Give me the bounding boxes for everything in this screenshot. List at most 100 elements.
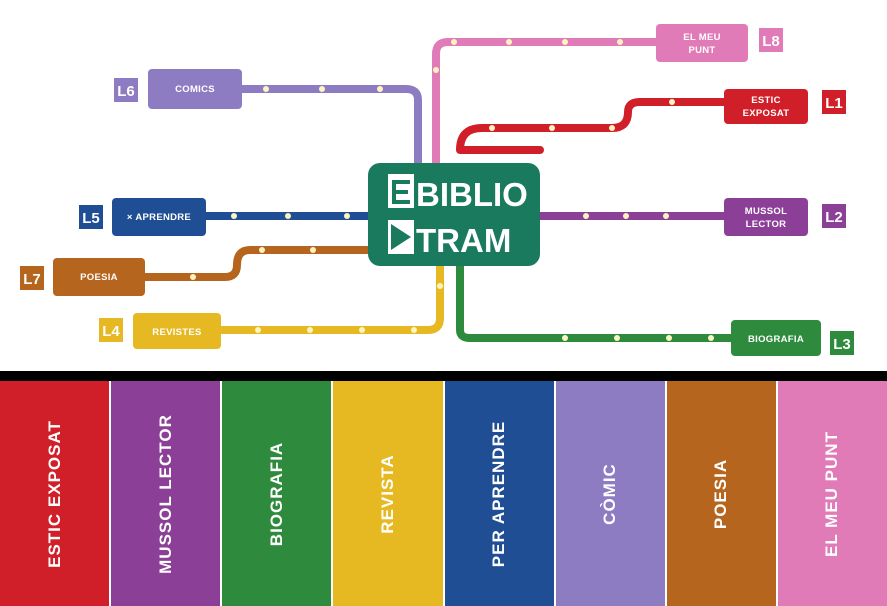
line-l8-code-badge (759, 28, 783, 52)
line-l8-code: L8 (762, 33, 780, 50)
line-l5-code-badge (79, 205, 103, 229)
line-l3-code: L3 (833, 336, 851, 353)
station-dot-l1[interactable] (489, 125, 495, 131)
divider-bar (0, 371, 887, 381)
line-l5[interactable]: L5 × APRENDRE (79, 198, 206, 236)
line-l5-box (112, 198, 206, 236)
station-dot-l5[interactable] (344, 213, 350, 219)
line-l7-label1: POESIA (80, 272, 118, 283)
line-l8-label1: EL MEU (683, 32, 721, 43)
station-dot-l8[interactable] (562, 39, 568, 45)
column-mussol-lector[interactable]: MUSSOL LECTOR (109, 381, 221, 606)
station-dot-l4[interactable] (307, 327, 313, 333)
line-l4-box (133, 313, 221, 349)
column-label: CÒMIC (600, 462, 620, 525)
line-l6-code: L6 (117, 83, 135, 100)
line-l3-box (731, 320, 821, 356)
station-dot-l6[interactable] (319, 86, 325, 92)
station-dot-l8[interactable] (506, 39, 512, 45)
track-l6 (238, 85, 422, 167)
line-l2-code: L2 (825, 209, 843, 226)
line-l3-label1: BIOGRAFIA (748, 334, 804, 345)
station-dot-l3[interactable] (666, 335, 672, 341)
station-dot-l3[interactable] (708, 335, 714, 341)
hub-logo-icon (388, 174, 414, 254)
column-biografia[interactable]: BIOGRAFIA (220, 381, 332, 606)
line-l2-label2: LECTOR (746, 219, 787, 230)
station-dot-l2[interactable] (623, 213, 629, 219)
station-dot-l8[interactable] (451, 39, 457, 45)
line-l1-code: L1 (825, 95, 843, 112)
column-label: EL MEU PUNT (822, 430, 842, 557)
column-label: POESIA (711, 458, 731, 529)
line-l7-code: L7 (23, 271, 41, 288)
line-l7-box (53, 258, 145, 296)
hub-title-line2: TRAM (416, 222, 511, 259)
category-columns: ESTIC EXPOSAT MUSSOL LECTOR BIOGRAFIA RE… (0, 381, 887, 606)
station-dot-l1[interactable] (549, 125, 555, 131)
track-l7 (141, 246, 372, 281)
station-dot-l5[interactable] (285, 213, 291, 219)
station-dot-l7[interactable] (190, 274, 196, 280)
track-l8 (432, 38, 660, 167)
line-l8-box (656, 24, 748, 62)
line-l7-code-badge (20, 266, 44, 290)
column-label: REVISTA (377, 453, 397, 534)
line-l5-code: L5 (82, 210, 100, 227)
column-label: MUSSOL LECTOR (155, 413, 175, 574)
column-poesia[interactable]: POESIA (664, 381, 776, 606)
column-per-aprendre[interactable]: PER APRENDRE (442, 381, 554, 606)
station-dot-l8[interactable] (433, 67, 439, 73)
hub-title-line1: BIBLIO (416, 176, 528, 213)
column-comic[interactable]: CÒMIC (553, 381, 665, 606)
station-dot-l2[interactable] (663, 213, 669, 219)
station-dot-l4[interactable] (255, 327, 261, 333)
stations (190, 39, 714, 341)
line-l6-box (148, 69, 242, 109)
line-l1-box (724, 89, 808, 124)
line-l6[interactable]: L6 COMICS (114, 69, 242, 109)
station-dot-l6[interactable] (377, 86, 383, 92)
station-dot-l8[interactable] (617, 39, 623, 45)
line-l2-box (724, 198, 808, 236)
line-l1[interactable]: ESTIC EXPOSAT L1 (724, 89, 846, 124)
track-l4 (217, 262, 444, 334)
line-l2-code-badge (822, 204, 846, 228)
line-l2[interactable]: MUSSOL LECTOR L2 (724, 198, 846, 236)
line-l3[interactable]: BIOGRAFIA L3 (731, 320, 854, 356)
line-l8[interactable]: EL MEU PUNT L8 (656, 24, 783, 62)
station-dot-l4[interactable] (437, 283, 443, 289)
station-dot-l4[interactable] (411, 327, 417, 333)
metro-map: BIBLIO TRAM ESTIC EXPOSAT L1 MUSSOL LECT… (20, 24, 854, 356)
station-dot-l5[interactable] (231, 213, 237, 219)
station-dot-l4[interactable] (359, 327, 365, 333)
line-l4-code: L4 (102, 323, 120, 340)
column-estic-exposat[interactable]: ESTIC EXPOSAT (0, 381, 110, 606)
line-l8-label2: PUNT (688, 45, 715, 56)
station-dot-l6[interactable] (263, 86, 269, 92)
station-dot-l1[interactable] (609, 125, 615, 131)
line-l4-label1: REVISTES (152, 327, 201, 338)
line-l4-code-badge (99, 318, 123, 342)
line-l5-label1: × APRENDRE (127, 212, 191, 223)
line-l1-label2: EXPOSAT (743, 108, 790, 119)
column-revista[interactable]: REVISTA (331, 381, 443, 606)
station-dot-l1[interactable] (669, 99, 675, 105)
column-label: BIOGRAFIA (266, 441, 286, 546)
column-label: ESTIC EXPOSAT (44, 419, 64, 568)
track-l1 (456, 98, 728, 154)
station-dot-l3[interactable] (614, 335, 620, 341)
line-l4[interactable]: L4 REVISTES (99, 313, 221, 349)
line-l1-code-badge (822, 90, 846, 114)
column-el-meu-punt[interactable]: EL MEU PUNT (775, 381, 887, 606)
line-l7[interactable]: L7 POESIA (20, 258, 145, 296)
track-l3 (456, 262, 735, 342)
station-dot-l2[interactable] (583, 213, 589, 219)
station-dot-l7[interactable] (259, 247, 265, 253)
column-label: PER APRENDRE (489, 420, 509, 567)
line-l6-code-badge (114, 78, 138, 102)
line-l6-label1: COMICS (175, 84, 215, 95)
hub[interactable]: BIBLIO TRAM (368, 163, 540, 266)
station-dot-l3[interactable] (562, 335, 568, 341)
station-dot-l7[interactable] (310, 247, 316, 253)
